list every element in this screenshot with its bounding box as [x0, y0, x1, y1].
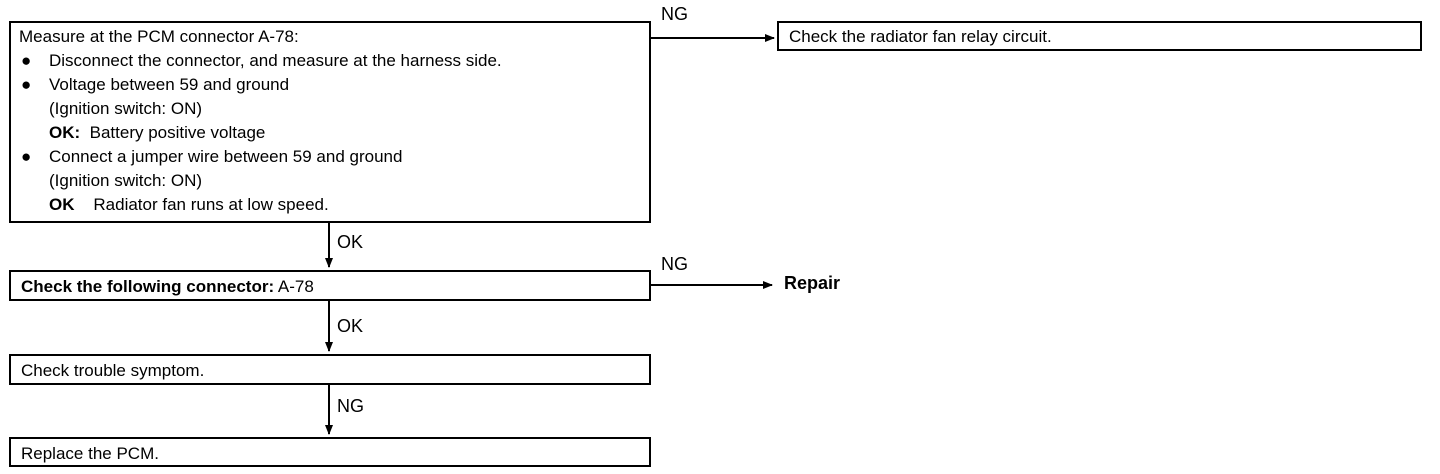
ok-label: OK — [49, 195, 75, 214]
step1-ng-label: NG — [661, 4, 688, 24]
step1-item-text: (Ignition switch: ON) — [49, 171, 203, 190]
step1-ok-label: OK — [337, 232, 364, 252]
step1-heading-text: Measure at the PCM connector A-78: — [19, 27, 299, 46]
step2-bold-text: Check the following connector: — [21, 277, 275, 296]
step1-ng-result-box: Check the radiator fan relay circuit. — [777, 21, 1422, 51]
step1-item: (Ignition switch: ON) — [19, 97, 649, 121]
step4-replace-box: Replace the PCM. — [9, 437, 651, 467]
step1-heading: Measure at the PCM connector A-78: — [19, 25, 649, 49]
step3-symptom-box: Check trouble symptom. — [9, 354, 651, 385]
ok-label: OK: — [49, 123, 81, 142]
step1-ok-criterion: OK: Battery positive voltage — [49, 121, 265, 145]
step1-item: ● Voltage between 59 and ground — [19, 73, 649, 97]
step2-ok-label: OK — [337, 316, 364, 336]
bullet-icon: ● — [21, 75, 32, 94]
ok-criterion-text: Battery positive voltage — [80, 123, 266, 142]
step1-item-text: Voltage between 59 and ground — [49, 75, 290, 94]
step2-connector-id: A-78 — [274, 277, 314, 296]
step1-measure-box: Measure at the PCM connector A-78: ● Disc… — [9, 21, 651, 223]
ok-criterion-text: Radiator fan runs at low speed. — [74, 195, 329, 214]
bullet-icon: ● — [21, 147, 32, 166]
step1-item: (Ignition switch: ON) — [19, 169, 649, 193]
step1-item: OK Radiator fan runs at low speed. — [19, 193, 649, 217]
step1-item-text: Disconnect the connector, and measure at… — [49, 51, 502, 70]
step1-item-text: (Ignition switch: ON) — [49, 99, 203, 118]
step1-item: ● Connect a jumper wire between 59 and gr… — [19, 145, 649, 169]
step3-ng-label: NG — [337, 396, 364, 416]
step2-ng-label: NG — [661, 254, 688, 274]
step2-ng-result: Repair — [784, 273, 841, 293]
step1-item: ● Disconnect the connector, and measure a… — [19, 49, 649, 73]
step2-connector-box: Check the following connector: A-78 — [9, 270, 651, 301]
step1-item-text: Connect a jumper wire between 59 and gro… — [49, 147, 403, 166]
bullet-icon: ● — [21, 51, 32, 70]
step1-ok-criterion: OK Radiator fan runs at low speed. — [49, 193, 329, 217]
step1-item: OK: Battery positive voltage — [19, 121, 649, 145]
